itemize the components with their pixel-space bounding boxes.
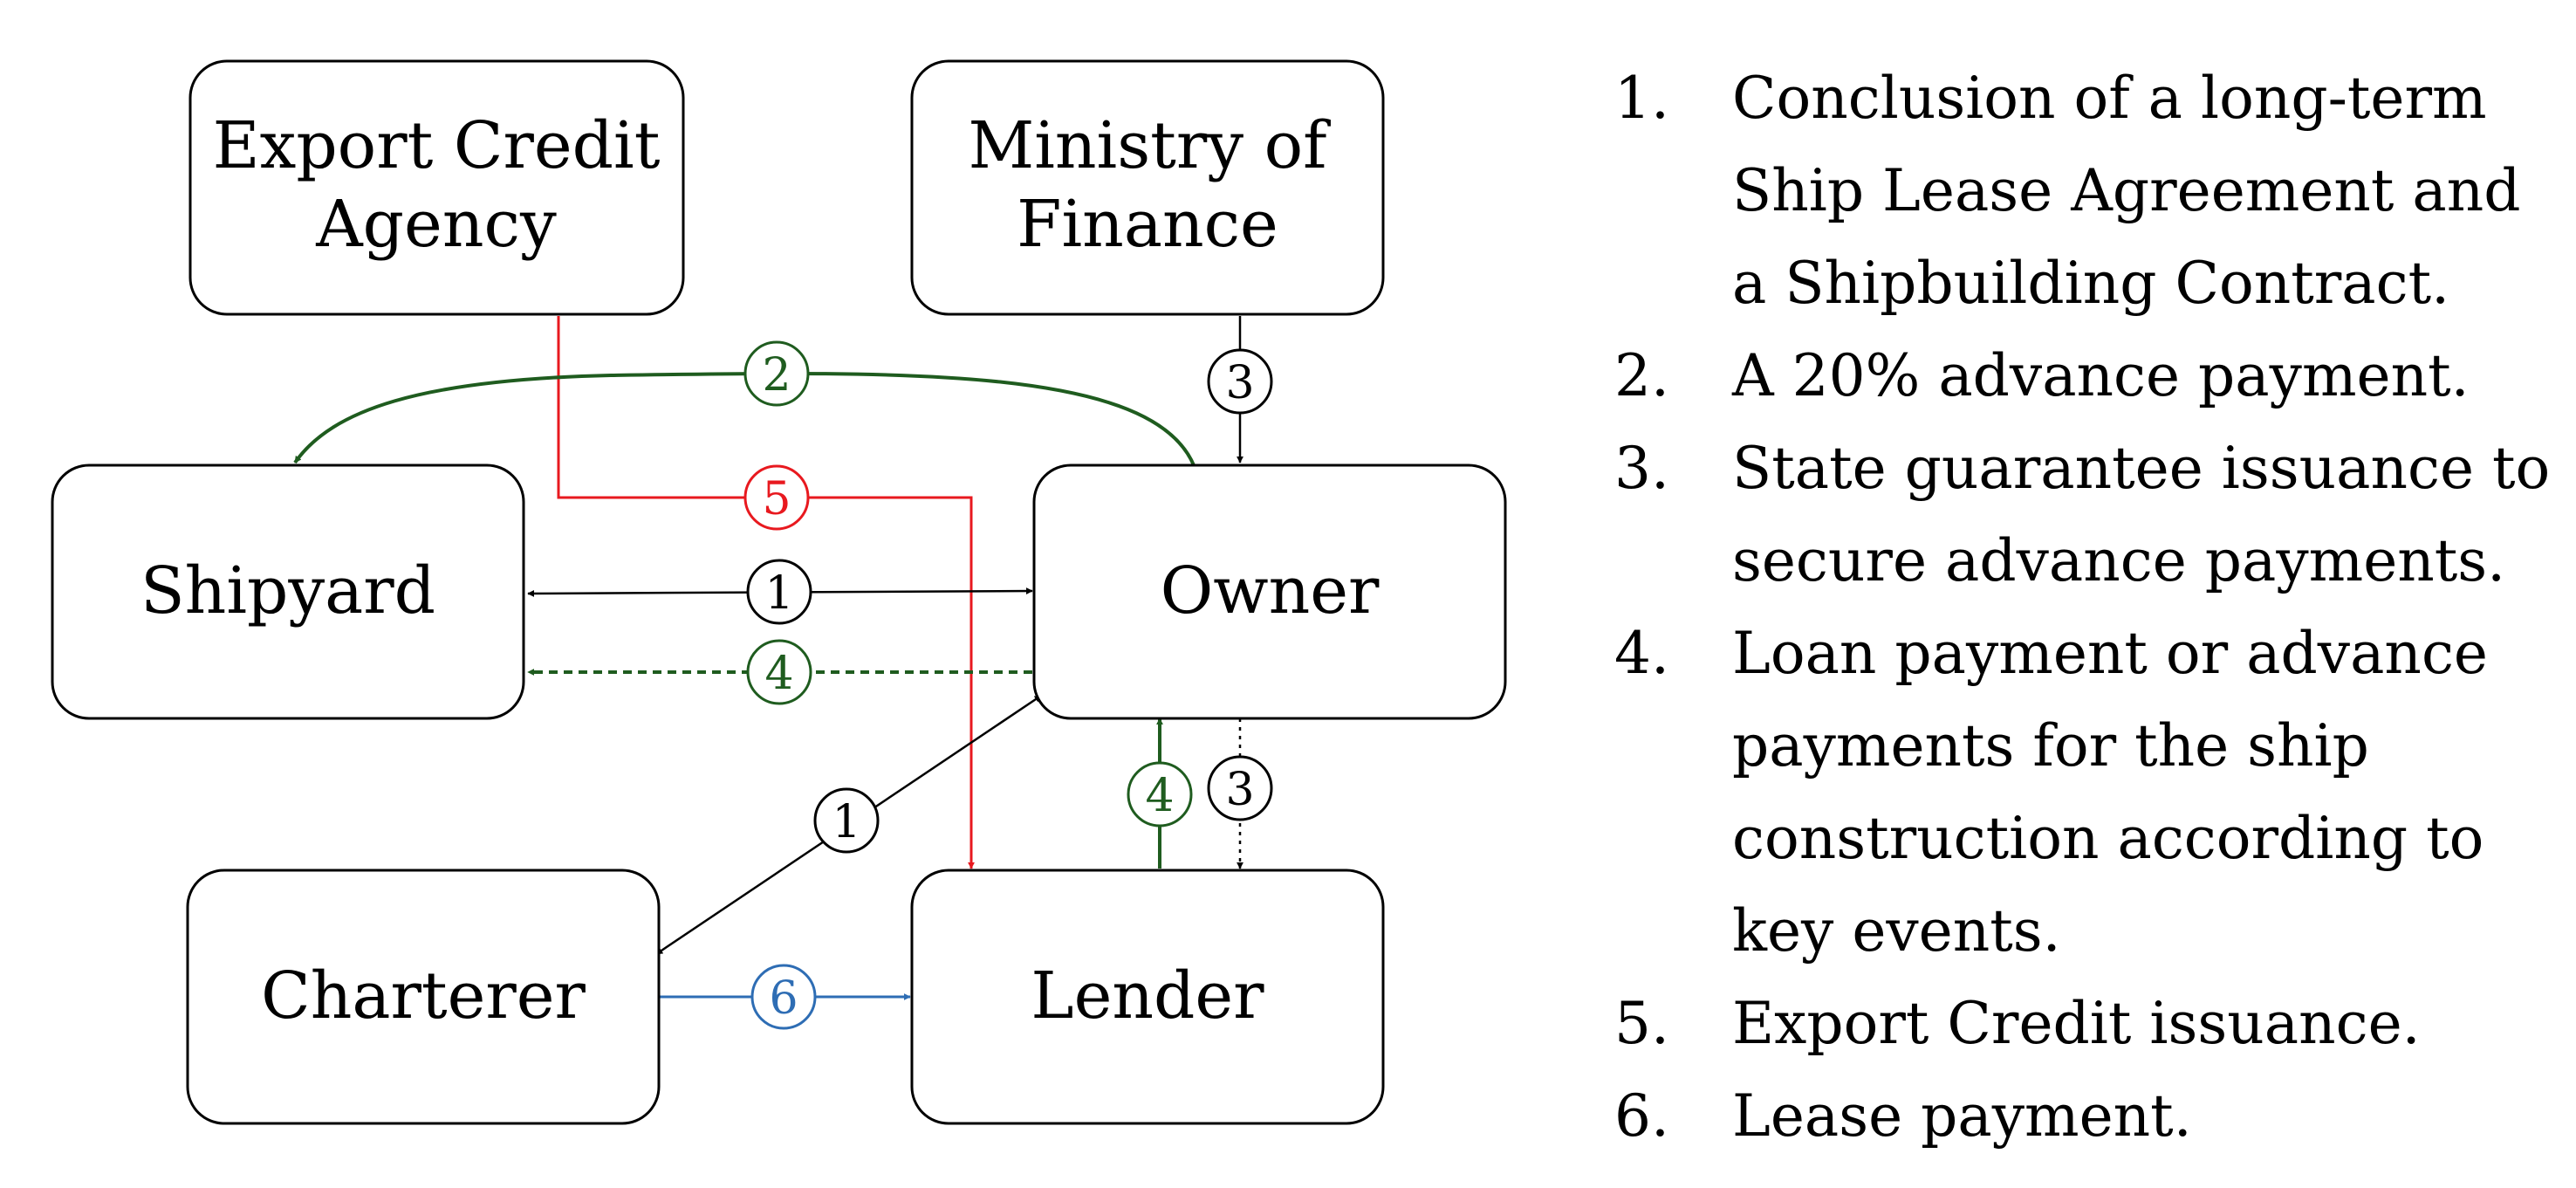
legend-text: State guarantee issuance to secure advan… — [1732, 435, 2551, 594]
badge-2: 2 — [743, 340, 810, 407]
svg-text:4: 4 — [764, 648, 793, 700]
legend-text: Lease payment. — [1732, 1082, 2192, 1150]
badge-3-owner-lender: 3 — [1207, 755, 1273, 821]
legend-item: 3. State guarantee issuance to secure adv… — [1614, 422, 2557, 608]
node-label: Export Credit — [213, 108, 661, 183]
legend-number: 2. — [1614, 342, 1669, 409]
badge-3-mof-owner: 3 — [1207, 348, 1273, 415]
badges: 2 3 5 1 4 1 4 3 — [743, 340, 1273, 1030]
badge-4-lender-owner: 4 — [1127, 761, 1193, 827]
svg-text:2: 2 — [762, 349, 791, 402]
badge-4-owner-shipyard: 4 — [746, 639, 812, 705]
node-label: Finance — [1017, 187, 1278, 262]
legend-item: 5. Export Credit issuance. — [1614, 978, 2557, 1070]
svg-text:1: 1 — [764, 567, 793, 620]
legend-number: 4. — [1614, 620, 1669, 687]
legend-item: 4. Loan payment or advance payments for t… — [1614, 608, 2557, 978]
legend-item: 6. Lease payment. — [1614, 1070, 2557, 1163]
node-label: Charterer — [261, 958, 586, 1033]
arrow-2-owner-to-shipyard — [293, 371, 1196, 466]
node-shipyard: Shipyard — [51, 464, 525, 720]
legend-number: 1. — [1614, 65, 1669, 132]
svg-text:1: 1 — [832, 796, 860, 848]
badge-1-charterer-owner: 1 — [813, 787, 880, 854]
legend-text: Loan payment or advance payments for the… — [1732, 620, 2488, 965]
svg-text:3: 3 — [1225, 764, 1254, 816]
svg-text:4: 4 — [1145, 770, 1174, 822]
legend-number: 3. — [1614, 435, 1669, 502]
node-label: Ministry of — [968, 108, 1331, 183]
legend-number: 6. — [1614, 1082, 1669, 1150]
node-charterer: Charterer — [186, 869, 661, 1125]
legend-text: A 20% advance payment. — [1732, 342, 2470, 409]
node-label: Shipyard — [140, 553, 435, 628]
svg-text:5: 5 — [762, 473, 791, 525]
legend-text: Export Credit issuance. — [1732, 990, 2421, 1057]
badge-5: 5 — [743, 464, 810, 531]
node-owner: Owner — [1032, 464, 1507, 720]
legend-item: 2. A 20% advance payment. — [1614, 330, 2557, 422]
legend-text: Conclusion of a long-term Ship Lease Agr… — [1732, 65, 2521, 317]
legend-list: 1. Conclusion of a long-term Ship Lease A… — [1614, 52, 2557, 1163]
legend-item: 1. Conclusion of a long-term Ship Lease A… — [1614, 52, 2557, 330]
legend-number: 5. — [1614, 990, 1669, 1057]
badge-1-shipyard-owner: 1 — [746, 559, 812, 625]
svg-text:6: 6 — [769, 972, 798, 1025]
node-lender: Lender — [910, 869, 1385, 1125]
node-label: Agency — [315, 187, 557, 262]
node-label: Owner — [1161, 553, 1380, 628]
svg-text:3: 3 — [1225, 357, 1254, 409]
badge-6: 6 — [750, 964, 817, 1030]
node-label: Lender — [1031, 958, 1264, 1033]
